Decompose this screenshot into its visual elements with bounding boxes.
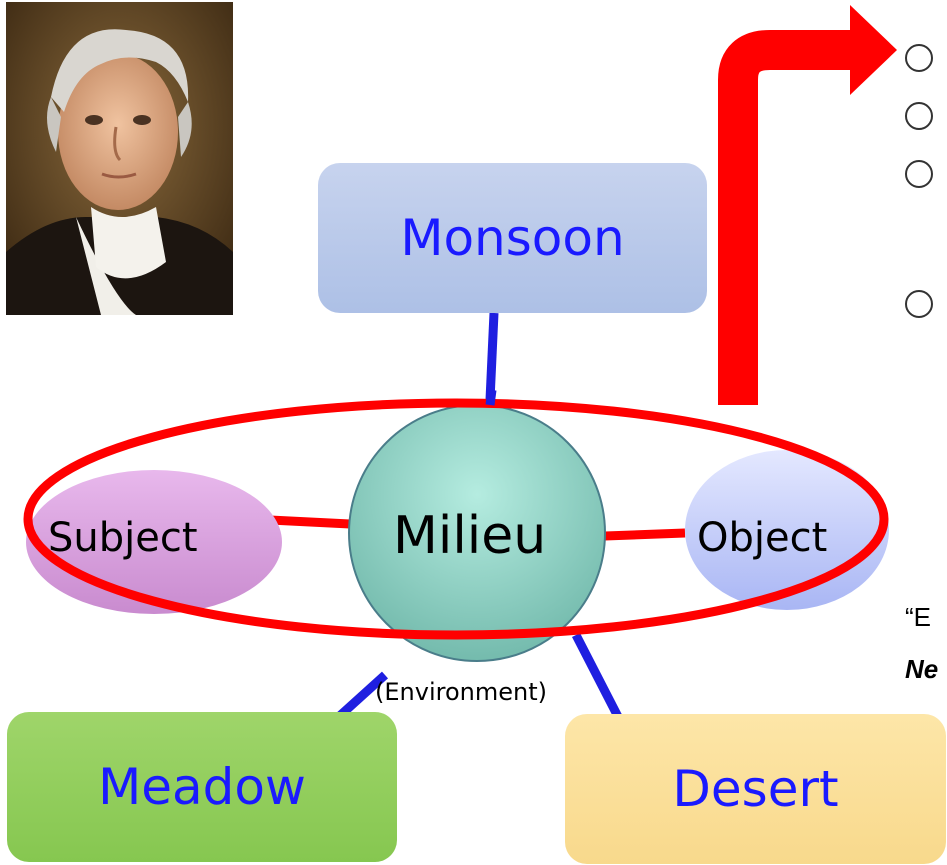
circle-bullet-4 — [905, 290, 933, 318]
quote-fragment: “E — [905, 602, 931, 632]
link-milieu-object — [604, 528, 686, 541]
arrow-head-icon — [850, 5, 897, 95]
desert-label: Desert — [672, 760, 839, 818]
link-subject-milieu — [269, 515, 351, 529]
milieu-label: Milieu — [393, 506, 547, 566]
environment-label: (Environment) — [375, 678, 547, 706]
spoke-monsoon-cap — [485, 389, 497, 406]
italic-fragment: Ne — [905, 654, 939, 684]
subject-label: Subject — [48, 515, 198, 561]
desert-box: Desert — [565, 714, 946, 864]
arrow-up-right-icon — [718, 30, 855, 405]
circle-bullet-1 — [905, 44, 933, 72]
spoke-monsoon — [485, 312, 499, 401]
monsoon-box: Monsoon — [318, 163, 707, 313]
monsoon-label: Monsoon — [400, 209, 625, 267]
enclosing-ring — [23, 398, 889, 640]
circle-bullet-3 — [905, 160, 933, 188]
meadow-label: Meadow — [98, 758, 306, 816]
object-label: Object — [697, 515, 828, 561]
meadow-box: Meadow — [7, 712, 397, 862]
circle-bullet-2 — [905, 102, 933, 130]
portrait-image — [6, 2, 233, 315]
